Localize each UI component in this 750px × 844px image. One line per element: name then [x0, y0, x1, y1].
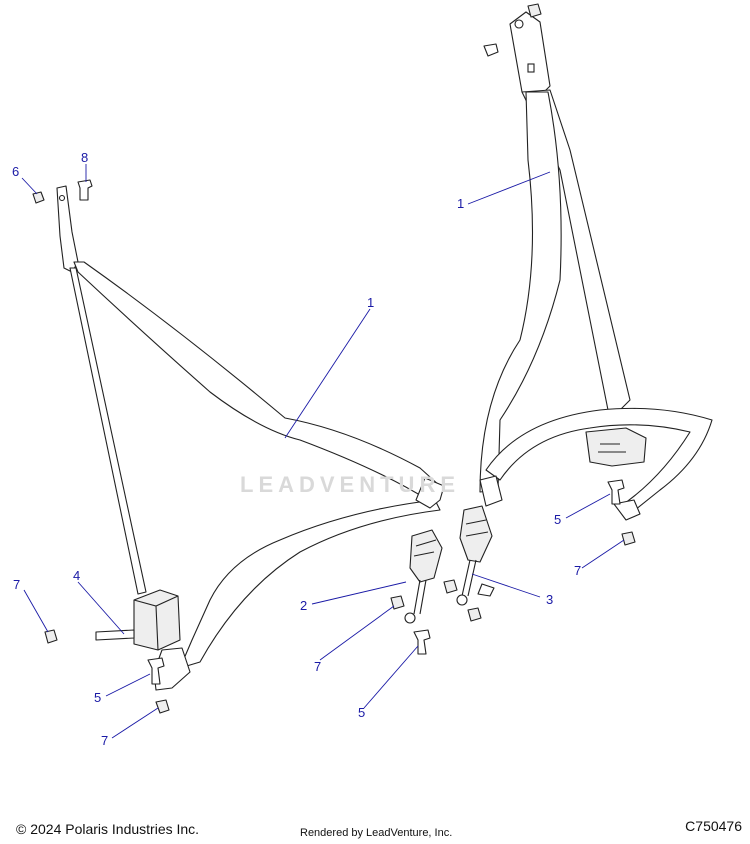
callout-7-lower-left: 7	[101, 733, 108, 748]
left-lap-webbing	[179, 499, 441, 669]
left-buckle-strap	[413, 579, 427, 615]
callout-7-right: 7	[574, 563, 581, 578]
bolt-buckle-3	[477, 583, 495, 597]
callout-1-left: 1	[367, 295, 374, 310]
callouts: 6 8 1 1 4 7 5 7 2 7 5 3 5 7	[12, 150, 581, 748]
left-tongue	[415, 477, 445, 509]
callout-5-left: 5	[94, 690, 101, 705]
nut-top-right	[527, 3, 542, 18]
right-upper-anchor	[509, 11, 551, 97]
callout-3: 3	[546, 592, 553, 607]
left-shoulder-webbing	[73, 261, 441, 501]
watermark: LEADVENTURE	[240, 472, 461, 497]
callout-1-right: 1	[457, 196, 464, 211]
callout-5-center: 5	[358, 705, 365, 720]
hardware	[32, 3, 636, 714]
right-retractor	[585, 427, 647, 467]
nut-buckle-3	[443, 579, 458, 594]
nut-7-lower-left	[155, 699, 170, 714]
diagram-code: C750476	[685, 818, 742, 834]
right-tongue	[479, 475, 503, 507]
bolt-top-right	[483, 43, 499, 57]
bolt-5-left	[147, 657, 165, 685]
copyright-text: © 2024 Polaris Industries Inc.	[16, 821, 200, 837]
bolt-8	[77, 179, 93, 201]
right-buckle-strap	[461, 559, 477, 597]
leader-lines	[21, 164, 625, 739]
bolt-5-right	[607, 479, 625, 505]
callout-7-far-left: 7	[13, 577, 20, 592]
right-seat-belt-assembly	[456, 11, 713, 606]
left-buckle	[409, 529, 443, 583]
callout-8: 8	[81, 150, 88, 165]
nut-7-center	[390, 595, 405, 610]
nut-6	[32, 191, 45, 204]
left-seat-belt-assembly	[56, 185, 445, 691]
right-lower-anchor	[613, 499, 641, 521]
right-vertical-webbing	[521, 89, 631, 421]
left-upper-anchor	[56, 185, 79, 273]
nut-7-right	[621, 531, 636, 546]
bolt-5-center	[413, 629, 431, 655]
callout-7-center: 7	[314, 659, 321, 674]
callout-4: 4	[73, 568, 80, 583]
callout-5-right: 5	[554, 512, 561, 527]
nut-buckle-3b	[467, 607, 482, 622]
left-thin-webbing	[69, 267, 147, 595]
rendered-by-text: Rendered by LeadVenture, Inc.	[300, 827, 453, 839]
retractor-stud	[95, 629, 135, 641]
callout-6: 6	[12, 164, 19, 179]
nut-7-left	[44, 629, 58, 644]
callout-2: 2	[300, 598, 307, 613]
